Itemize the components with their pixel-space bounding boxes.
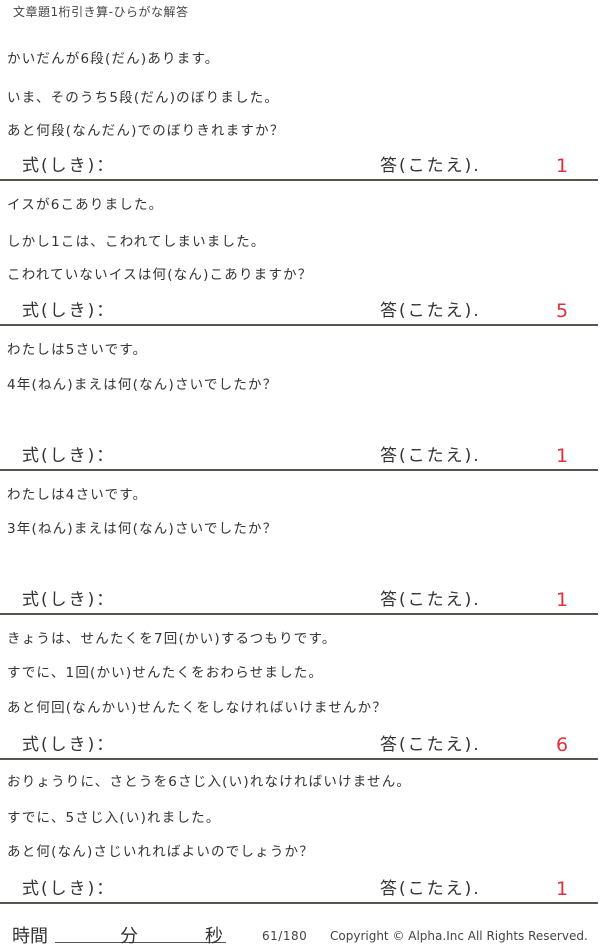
question-line: イスが6こありました。 <box>7 197 164 213</box>
copyright: Copyright © Alpha.Inc All Rights Reserve… <box>330 929 588 943</box>
question-line: しかし1こは、こわれてしまいました。 <box>7 234 266 250</box>
answer-label: 答(こたえ). <box>380 301 481 321</box>
time-entry-line <box>55 920 226 943</box>
time-label: 時間 <box>12 926 48 947</box>
question-line: おりょうりに、さとうを6さじ入(い)れなければいけません。 <box>7 774 412 790</box>
question-line: きょうは、せんたくを7回(かい)するつもりです。 <box>7 631 337 647</box>
formula-label: 式(しき)： <box>22 156 116 176</box>
worksheet-title: 文章題1桁引き算-ひらがな解答 <box>13 5 189 19</box>
formula-label: 式(しき)： <box>22 590 116 610</box>
answer-row: 式(しき)： 答(こたえ). 1 <box>0 439 598 471</box>
minutes-label: 分 <box>120 926 138 947</box>
question-line: すでに、5さじ入(い)れました。 <box>7 810 221 826</box>
question-line: あと何(なん)さじいれればよいのでしょうか？ <box>7 844 314 860</box>
answer-value: 5 <box>555 300 569 322</box>
question-line: かいだんが6段(だん)あります。 <box>7 51 220 67</box>
formula-label: 式(しき)： <box>22 735 116 755</box>
answer-value: 1 <box>555 155 569 177</box>
answer-row: 式(しき)： 答(こたえ). 6 <box>0 728 598 760</box>
answer-row: 式(しき)： 答(こたえ). 5 <box>0 294 598 326</box>
answer-row: 式(しき)： 答(こたえ). 1 <box>0 872 598 904</box>
answer-value: 1 <box>555 445 569 467</box>
page-number: 61/180 <box>262 929 308 943</box>
seconds-label: 秒 <box>205 926 223 947</box>
formula-label: 式(しき)： <box>22 446 116 466</box>
answer-value: 1 <box>555 589 569 611</box>
formula-label: 式(しき)： <box>22 301 116 321</box>
footer: 時間 分 秒 61/180 Copyright © Alpha.Inc All … <box>0 915 600 949</box>
formula-label: 式(しき)： <box>22 879 116 899</box>
question-line: 4年(ねん)まえは何(なん)さいでしたか？ <box>7 377 278 393</box>
question-line: わたしは5さいです。 <box>7 342 148 358</box>
question-line: いま、そのうち5段(だん)のぼりました。 <box>7 90 280 106</box>
question-line: わたしは4さいです。 <box>7 487 148 503</box>
answer-label: 答(こたえ). <box>380 590 481 610</box>
answer-row: 式(しき)： 答(こたえ). 1 <box>0 149 598 181</box>
answer-label: 答(こたえ). <box>380 879 481 899</box>
answer-label: 答(こたえ). <box>380 156 481 176</box>
answer-label: 答(こたえ). <box>380 446 481 466</box>
question-line: あと何段(なんだん)でのぼりきれますか？ <box>7 123 285 139</box>
question-line: 3年(ねん)まえは何(なん)さいでしたか？ <box>7 521 278 537</box>
answer-label: 答(こたえ). <box>380 735 481 755</box>
question-line: あと何回(なんかい)せんたくをしなければいけませんか？ <box>7 700 388 716</box>
answer-value: 1 <box>555 878 569 900</box>
question-line: すでに、1回(かい)せんたくをおわらせました。 <box>7 665 324 681</box>
answer-value: 6 <box>555 734 569 756</box>
answer-row: 式(しき)： 答(こたえ). 1 <box>0 583 598 615</box>
question-line: こわれていないイスは何(なん)こありますか？ <box>7 267 313 283</box>
